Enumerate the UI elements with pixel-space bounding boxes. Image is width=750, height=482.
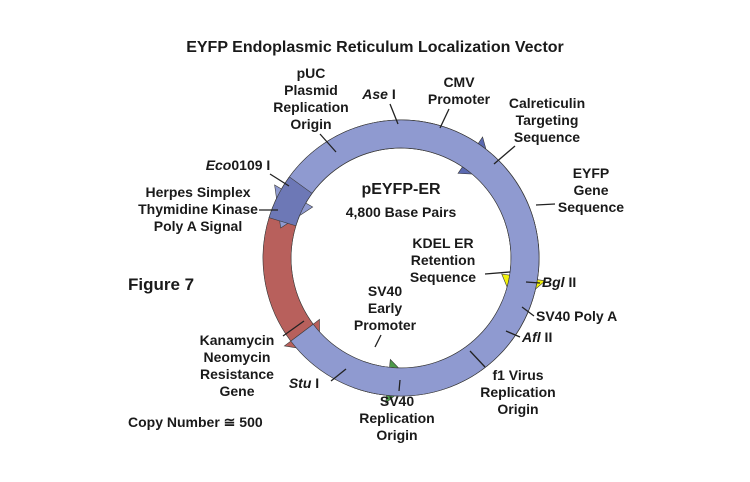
svg-text:Origin: Origin bbox=[290, 116, 331, 132]
svg-text:f1 Virus: f1 Virus bbox=[492, 367, 543, 383]
svg-text:Calreticulin: Calreticulin bbox=[509, 95, 585, 111]
kanamycin-label: Kanamycin Neomycin Resistance Gene bbox=[200, 320, 305, 399]
svg-text:Targeting: Targeting bbox=[516, 112, 579, 128]
svg-text:Afl II: Afl II bbox=[521, 329, 552, 345]
hsv-polya-label: Herpes Simplex Thymidine Kinase Poly A S… bbox=[138, 184, 278, 234]
svg-text:Sequence: Sequence bbox=[514, 129, 580, 145]
svg-text:SV40 Poly A: SV40 Poly A bbox=[536, 308, 617, 324]
plasmid-name: pEYFP-ER bbox=[361, 181, 441, 198]
svg-text:CMV: CMV bbox=[443, 74, 475, 90]
svg-text:Poly A Signal: Poly A Signal bbox=[154, 218, 242, 234]
ase-i-site-label: Ase I bbox=[361, 86, 399, 125]
calreticulin-label: Calreticulin Targeting Sequence bbox=[493, 95, 585, 165]
svg-text:Promoter: Promoter bbox=[354, 317, 417, 333]
sv40-polya-label: SV40 Poly A bbox=[521, 306, 617, 324]
svg-text:SV40: SV40 bbox=[380, 393, 414, 409]
svg-text:Gene: Gene bbox=[573, 182, 608, 198]
svg-text:Herpes Simplex: Herpes Simplex bbox=[145, 184, 250, 200]
svg-text:Replication: Replication bbox=[480, 384, 555, 400]
svg-text:Gene: Gene bbox=[219, 383, 254, 399]
stu-i-site-label: Stu I bbox=[289, 368, 347, 391]
bgl-ii-site-label: Bgl II bbox=[525, 274, 576, 290]
feature-segments bbox=[262, 119, 546, 404]
svg-text:KDEL ER: KDEL ER bbox=[412, 235, 473, 251]
hsv-tk-polya-segment bbox=[268, 176, 313, 227]
svg-text:Stu I: Stu I bbox=[289, 375, 319, 391]
cmv-promoter-label: CMV Promoter bbox=[428, 74, 491, 129]
svg-text:Origin: Origin bbox=[376, 427, 417, 443]
eco0109-site-label: Eco0109 I bbox=[206, 157, 290, 187]
kanamycin-resistance-segment bbox=[274, 119, 540, 397]
sv40-origin-label: SV40 Replication Origin bbox=[359, 379, 435, 443]
svg-text:Resistance: Resistance bbox=[200, 366, 274, 382]
puc-origin-label: pUC Plasmid Replication Origin bbox=[273, 65, 349, 153]
copy-number: Copy Number ≅ 500 bbox=[128, 414, 263, 430]
svg-text:Plasmid: Plasmid bbox=[284, 82, 338, 98]
svg-text:EYFP: EYFP bbox=[573, 165, 610, 181]
afl-ii-site-label: Afl II bbox=[505, 329, 552, 345]
svg-text:Thymidine Kinase: Thymidine Kinase bbox=[138, 201, 258, 217]
svg-text:SV40: SV40 bbox=[368, 283, 402, 299]
eyfp-label: EYFP Gene Sequence bbox=[535, 165, 624, 215]
svg-text:Bgl II: Bgl II bbox=[542, 274, 576, 290]
kdel-label: KDEL ER Retention Sequence bbox=[410, 235, 511, 285]
f1-origin-label: f1 Virus Replication Origin bbox=[469, 350, 556, 417]
svg-text:Replication: Replication bbox=[359, 410, 434, 426]
sv40-early-promoter-label: SV40 Early Promoter bbox=[354, 283, 417, 348]
svg-text:pUC: pUC bbox=[297, 65, 326, 81]
svg-text:Sequence: Sequence bbox=[410, 269, 476, 285]
svg-text:Retention: Retention bbox=[411, 252, 476, 268]
svg-text:Promoter: Promoter bbox=[428, 91, 491, 107]
svg-text:Origin: Origin bbox=[497, 401, 538, 417]
map-title: EYFP Endoplasmic Reticulum Localization … bbox=[186, 39, 564, 56]
svg-text:Ase I: Ase I bbox=[361, 86, 395, 102]
svg-text:Neomycin: Neomycin bbox=[204, 349, 271, 365]
figure-label: Figure 7 bbox=[128, 275, 194, 294]
svg-text:Replication: Replication bbox=[273, 99, 348, 115]
svg-text:Kanamycin: Kanamycin bbox=[200, 332, 275, 348]
svg-text:Eco0109 I: Eco0109 I bbox=[206, 157, 271, 173]
svg-text:Sequence: Sequence bbox=[558, 199, 624, 215]
plasmid-size: 4,800 Base Pairs bbox=[346, 204, 457, 220]
svg-text:Early: Early bbox=[368, 300, 402, 316]
